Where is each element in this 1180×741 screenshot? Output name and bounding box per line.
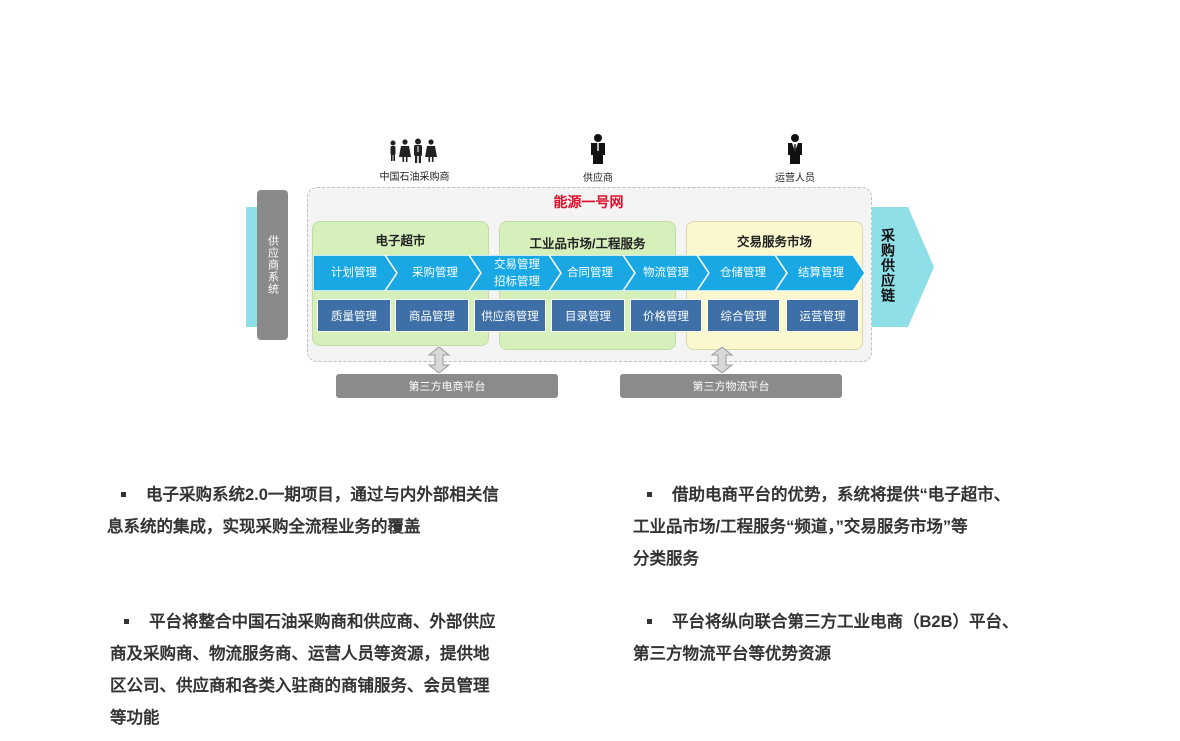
platform-title: 能源一号网 [553,194,624,210]
flow-step-settlement [774,255,865,291]
bullet-text: 平台将整合中国石油采购商和供应商、外部供应 [149,613,496,631]
service-goods: 商品管理 [395,299,469,332]
bullet-text: 平台将纵向联合第三方工业电商（B2B）平台、 [672,613,1019,631]
actor-purchasers: 中国石油采购商 [367,138,462,183]
bullet-text: 借助电商平台的优势，系统将提供“电子超市、 [672,486,1011,504]
actor-label: 中国石油采购商 [379,172,450,183]
bullet-line: 平台将整合中国石油采购商和供应商、外部供应 [110,606,590,638]
bullet-line: 借助电商平台的优势，系统将提供“电子超市、 [633,479,1133,511]
flow-step-trade [468,255,562,291]
service-supplier: 供应商管理 [474,299,546,332]
bullet-line: 等功能 [110,709,160,727]
operator-icon [788,134,802,164]
flow-step-purchase [384,255,482,291]
flow-step-logistics [622,255,710,291]
flow-label-storage: 仓储管理 [720,267,766,279]
flow-step-storage [696,255,788,291]
double-arrow-icon [710,347,734,373]
actor-operator: 运营人员 [760,133,830,184]
supply-chain-arrow [868,207,934,327]
third-party-ecommerce: 第三方电商平台 [336,374,558,398]
service-operation: 运营管理 [786,299,859,332]
supplier-system-tab: 供应商系统 [257,190,288,340]
flow-label-tender: 招标管理 [494,276,540,288]
bullet-line: 电子采购系统2.0一期项目，通过与内外部相关信 [107,479,587,511]
flow-label-settlement: 结算管理 [798,267,844,279]
bullet-icon [647,491,652,497]
bullet-line: 第三方物流平台等优势资源 [633,645,831,663]
bullet-line: 区公司、供应商和各类入驻商的商铺服务、会员管理 [110,677,490,695]
service-catalog: 目录管理 [551,299,625,332]
flow-label-logistics: 物流管理 [643,267,689,279]
bullet-line: 商及采购商、物流服务商、运营人员等资源，提供地 [110,645,490,663]
third-party-logistics: 第三方物流平台 [620,374,842,398]
module-title: 交易服务市场 [736,235,812,249]
service-general: 综合管理 [707,299,780,332]
actor-label: 运营人员 [775,173,815,184]
flow-label-purchase: 采购管理 [412,267,458,279]
bullet-icon [647,618,652,624]
flow-step-contract [548,255,636,291]
group-people-icon [390,138,437,163]
supply-chain-label: 采购供应链 [880,228,896,303]
flow-label-trade: 交易管理 [494,259,540,271]
process-flow [313,255,865,291]
bullet-item: 平台将纵向联合第三方工业电商（B2B）平台、 第三方物流平台等优势资源 [633,606,1133,670]
bullet-icon [124,618,129,624]
service-price: 价格管理 [630,299,702,332]
bullet-icon [121,491,126,497]
bullet-item: 借助电商平台的优势，系统将提供“电子超市、 工业品市场/工程服务“频道，”交易服… [633,479,1133,575]
bullet-line: 平台将纵向联合第三方工业电商（B2B）平台、 [633,606,1133,638]
module-title: 工业品市场/工程服务 [529,237,646,251]
double-arrow-icon [427,347,451,373]
bullet-item: 平台将整合中国石油采购商和供应商、外部供应 商及采购商、物流服务商、运营人员等资… [110,606,590,734]
bullet-line: 息系统的集成，实现采购全流程业务的覆盖 [107,518,421,536]
bullet-item: 电子采购系统2.0一期项目，通过与内外部相关信 息系统的集成，实现采购全流程业务… [107,479,587,543]
module-title: 电子超市 [375,234,426,248]
flow-label-contract: 合同管理 [567,267,613,279]
flow-label-plan: 计划管理 [331,267,377,279]
actor-supplier: 供应商 [568,133,628,184]
bullet-line: 分类服务 [633,550,699,568]
supplier-icon [591,134,605,164]
actor-label: 供应商 [583,173,613,184]
service-quality: 质量管理 [317,299,391,332]
bullet-text: 电子采购系统2.0一期项目，通过与内外部相关信 [146,486,499,504]
bullet-line: 工业品市场/工程服务“频道，”交易服务市场”等 [633,518,968,536]
